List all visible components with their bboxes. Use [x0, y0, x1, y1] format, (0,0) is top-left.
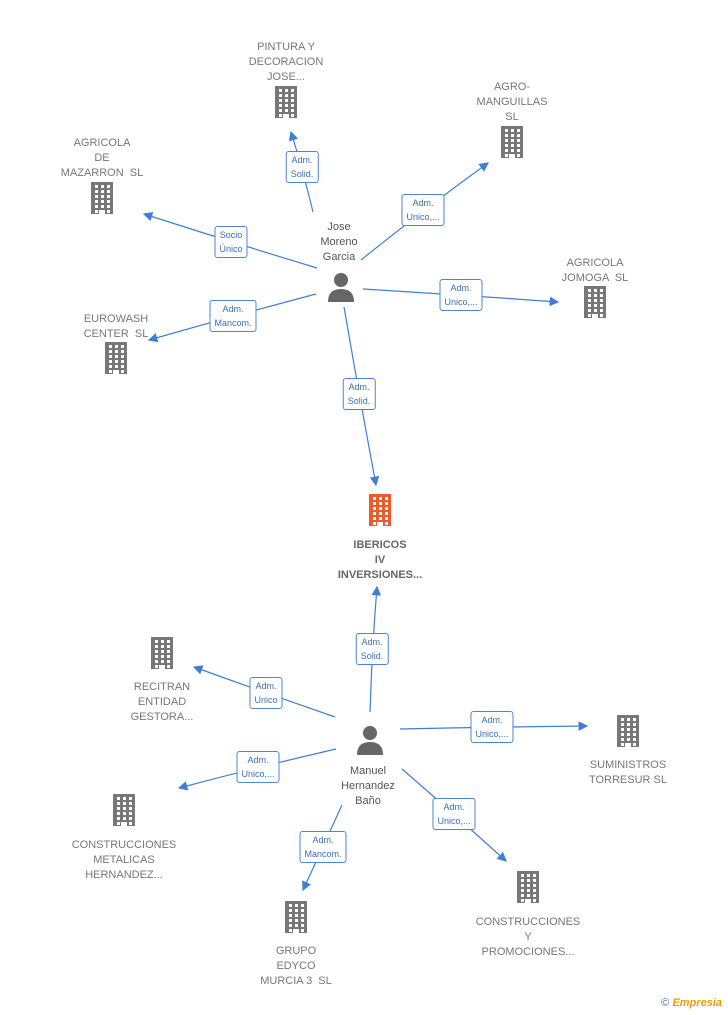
relation-label[interactable]: Adm. Solid.	[355, 633, 389, 665]
relation-label[interactable]: Socio Único	[214, 226, 248, 258]
relation-label[interactable]: Adm. Solid.	[285, 151, 319, 183]
company-name[interactable]: PINTURA Y DECORACION JOSE...	[248, 41, 324, 83]
company-building-icon[interactable]	[497, 125, 527, 164]
relation-label[interactable]: Adm. Unico,...	[401, 194, 445, 226]
company-name[interactable]: AGRICOLA JOMOGA SL	[561, 257, 629, 284]
relation-label[interactable]: Adm. Unico,...	[439, 279, 483, 311]
company-name[interactable]: CONSTRUCCIONES Y PROMOCIONES...	[475, 916, 581, 958]
company-name[interactable]: CONSTRUCCIONES METALICAS HERNANDEZ...	[71, 839, 177, 881]
person-name[interactable]: Jose Moreno Garcia	[320, 221, 358, 263]
relation-label[interactable]: Adm. Solid.	[342, 378, 376, 410]
relation-label[interactable]: Adm. Unico,...	[236, 751, 280, 783]
company-building-icon[interactable]	[580, 285, 610, 324]
company-building-icon[interactable]	[281, 900, 311, 939]
copyright-credit: © Empresia	[661, 997, 722, 1009]
relation-label[interactable]: Adm. Unico	[249, 677, 283, 709]
company-building-icon[interactable]	[147, 636, 177, 675]
focus-company-building-icon[interactable]	[365, 493, 395, 532]
relation-label[interactable]: Adm. Mancom.	[209, 300, 257, 332]
company-building-icon[interactable]	[271, 85, 301, 124]
company-name[interactable]: RECITRAN ENTIDAD GESTORA...	[130, 681, 194, 723]
company-building-icon[interactable]	[87, 181, 117, 220]
company-name[interactable]: AGRO- MANGUILLAS SL	[476, 81, 548, 123]
person-icon[interactable]	[355, 725, 385, 760]
person-icon[interactable]	[326, 272, 356, 307]
company-name[interactable]: SUMINISTROS TORRESUR SL	[588, 759, 668, 786]
company-building-icon[interactable]	[613, 714, 643, 753]
company-building-icon[interactable]	[513, 870, 543, 909]
relation-label[interactable]: Adm. Unico,...	[470, 711, 514, 743]
company-building-icon[interactable]	[109, 793, 139, 832]
relation-label[interactable]: Adm. Mancom.	[299, 831, 347, 863]
brand-logo[interactable]: Empresia	[672, 997, 722, 1009]
company-name[interactable]: EUROWASH CENTER SL	[83, 313, 149, 340]
company-name[interactable]: GRUPO EDYCO MURCIA 3 SL	[260, 945, 332, 987]
company-name[interactable]: AGRICOLA DE MAZARRON SL	[60, 137, 144, 179]
person-name[interactable]: Manuel Hernandez Baño	[341, 765, 395, 807]
copyright-icon: ©	[661, 997, 670, 1009]
relation-label[interactable]: Adm. Unico,...	[432, 798, 476, 830]
company-building-icon[interactable]	[101, 341, 131, 380]
focus-company-name[interactable]: IBERICOS IV INVERSIONES...	[337, 539, 423, 581]
